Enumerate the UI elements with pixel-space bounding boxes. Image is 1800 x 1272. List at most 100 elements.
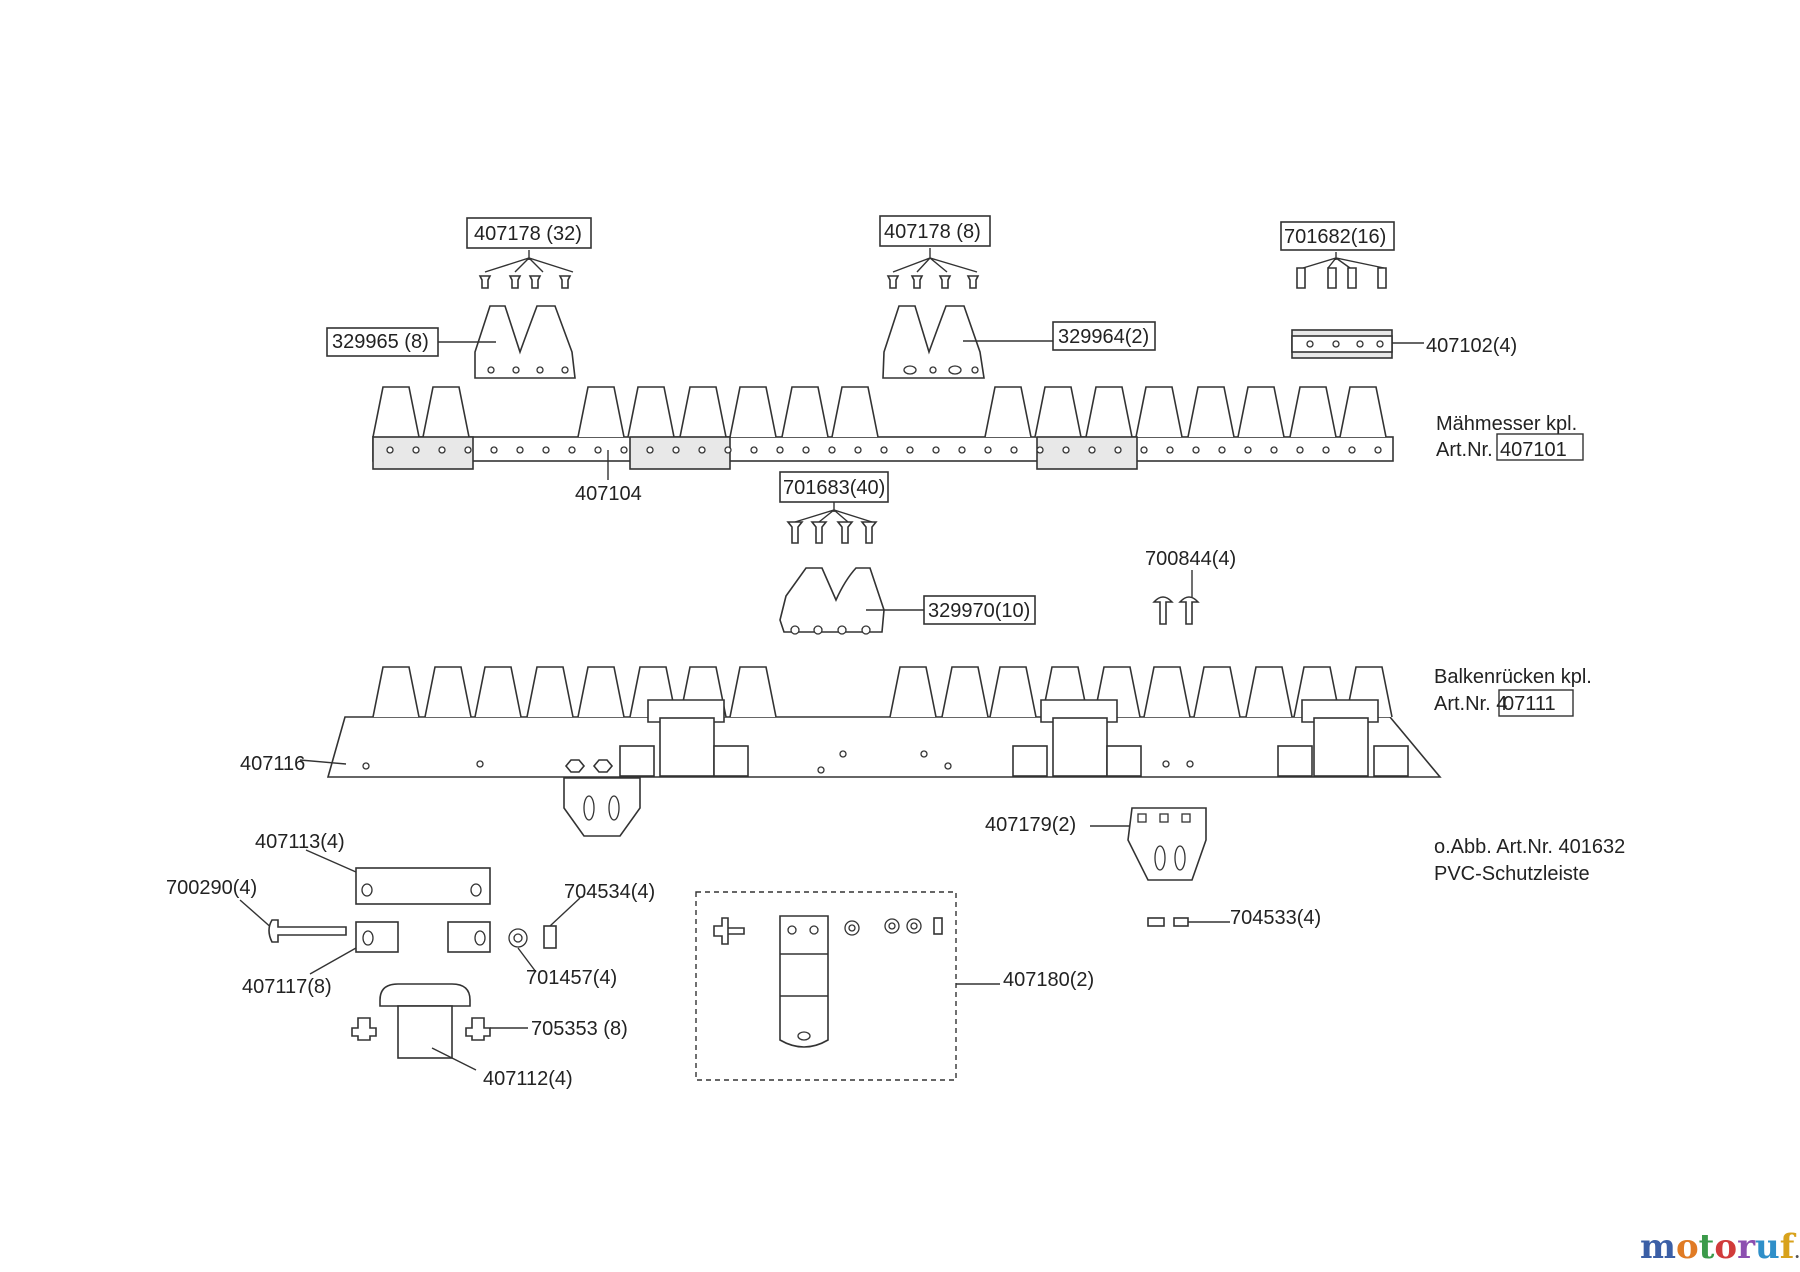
bar-hole <box>1244 446 1252 454</box>
part-label-705353: 705353 (8) <box>531 1018 628 1040</box>
part-label-701457: 701457(4) <box>526 967 617 989</box>
bar-hole <box>1374 446 1382 454</box>
plate-407113: 407113(4) <box>255 831 491 905</box>
logo-letter: o <box>1676 1227 1699 1267</box>
blade-tooth <box>526 666 574 718</box>
blade-tooth <box>424 666 472 718</box>
assembly-balkenruecken: Balkenrücken kpl. Art.Nr. 4 07111 <box>1434 666 1592 717</box>
label-box <box>466 217 592 249</box>
note-line2: PVC-Schutzleiste <box>1434 863 1590 885</box>
blade-tooth <box>577 666 625 718</box>
note-line1: o.Abb. Art.Nr. 401632 <box>1434 836 1625 858</box>
label-box <box>1496 433 1584 461</box>
bar-hole <box>1010 446 1018 454</box>
assembly-maehmesser: Mähmesser kpl. Art.Nr. 407101 <box>1436 413 1584 461</box>
bar-hole <box>1114 446 1122 454</box>
part-label-701682: 701682(16) <box>1284 226 1386 248</box>
bar-hole <box>1062 446 1070 454</box>
part-label-407104: 407104 <box>575 483 642 505</box>
part-label-407116: 407116 <box>240 753 305 775</box>
maehmesser-bar: 407104 <box>372 386 1394 505</box>
logo-letter: u <box>1755 1227 1780 1267</box>
bar-hole <box>958 446 966 454</box>
blade-tooth <box>729 666 777 718</box>
bar-hole <box>646 446 654 454</box>
part-label-407180: 407180(2) <box>1003 969 1094 991</box>
blade-tooth <box>577 386 625 438</box>
bar-hole <box>750 446 758 454</box>
blade-tooth <box>679 386 727 438</box>
blade-tooth <box>372 386 420 438</box>
bar-hole <box>1140 446 1148 454</box>
blade-tooth <box>781 386 829 438</box>
bar-hole <box>802 446 810 454</box>
part-label-407178-32: 407178 (32) <box>474 223 582 245</box>
bar-hole <box>1322 446 1330 454</box>
spacer-407117: 407117(8) <box>242 921 491 998</box>
blade-tooth <box>941 666 989 718</box>
bar-hole <box>932 446 940 454</box>
motoruf-logo: motoruf.de <box>1640 1227 1800 1267</box>
bar-hole <box>516 446 524 454</box>
blade-tooth <box>627 386 675 438</box>
maehmesser-title: Mähmesser kpl. <box>1436 413 1577 435</box>
blade-tooth <box>889 666 937 718</box>
part-label-329965: 329965 (8) <box>332 331 429 353</box>
bar-hole <box>620 446 628 454</box>
balken-prefix: Art.Nr. 4 <box>1434 693 1507 715</box>
logo-letter: r <box>1737 1227 1756 1267</box>
part-label-329970: 329970(10) <box>928 600 1030 622</box>
bar-hole <box>1218 446 1226 454</box>
washer-701457: 701457(4) <box>508 928 617 989</box>
bar-hole <box>1036 446 1044 454</box>
kit-407180: 407180(2) <box>695 891 1094 1081</box>
bar-hole <box>490 446 498 454</box>
blade-tooth <box>831 386 879 438</box>
blade-tooth <box>1143 666 1191 718</box>
bar-hole <box>1348 446 1356 454</box>
guide-407112-b <box>1012 699 1142 777</box>
blade-329965: 329965 (8) <box>326 305 576 379</box>
blade-tooth <box>1245 666 1293 718</box>
bar-hole <box>828 446 836 454</box>
part-label-407102: 407102(4) <box>1426 335 1517 357</box>
part-label-407117: 407117(8) <box>242 976 332 998</box>
blade-tooth <box>1193 666 1241 718</box>
bar-hole <box>386 446 394 454</box>
balkenruecken-bar: 407116 <box>240 666 1442 837</box>
logo-letter: f <box>1780 1227 1797 1267</box>
part-label-701683: 701683(40) <box>783 477 885 499</box>
bracket-407179: 407179(2) <box>985 807 1207 881</box>
bar-hole <box>1296 446 1304 454</box>
bar-hole <box>672 446 680 454</box>
nut-704534: 704534(4) <box>543 881 655 949</box>
part-label-704533: 704533(4) <box>1230 907 1321 929</box>
nut-704533: 704533(4) <box>1147 907 1321 929</box>
blade-tooth <box>1135 386 1183 438</box>
blade-tooth <box>984 386 1032 438</box>
bar-hole <box>542 446 550 454</box>
bar-hole <box>1166 446 1174 454</box>
bar-hole <box>1088 446 1096 454</box>
balken-number: 07111 <box>1503 693 1556 715</box>
svg-text:motoruf.de: motoruf.de <box>1640 1227 1800 1267</box>
bar-hole <box>698 446 706 454</box>
bar-hole <box>568 446 576 454</box>
blade-tooth <box>1034 386 1082 438</box>
blade-tooth <box>989 666 1037 718</box>
label-box <box>879 215 991 247</box>
blade-tooth <box>1085 386 1133 438</box>
bar-hole <box>412 446 420 454</box>
part-label-704534: 704534(4) <box>564 881 655 903</box>
blade-tooth <box>729 386 777 438</box>
part-label-407178-8: 407178 (8) <box>884 221 981 243</box>
bar-hole <box>776 446 784 454</box>
blade-tooth <box>1289 386 1337 438</box>
bar-hole <box>724 446 732 454</box>
part-label-407179: 407179(2) <box>985 814 1076 836</box>
balken-title: Balkenrücken kpl. <box>1434 666 1592 688</box>
assembly-note: o.Abb. Art.Nr. 401632 PVC-Schutzleiste <box>1434 836 1625 885</box>
guide-407112-c <box>1277 699 1409 777</box>
part-label-700290: 700290(4) <box>166 877 257 899</box>
